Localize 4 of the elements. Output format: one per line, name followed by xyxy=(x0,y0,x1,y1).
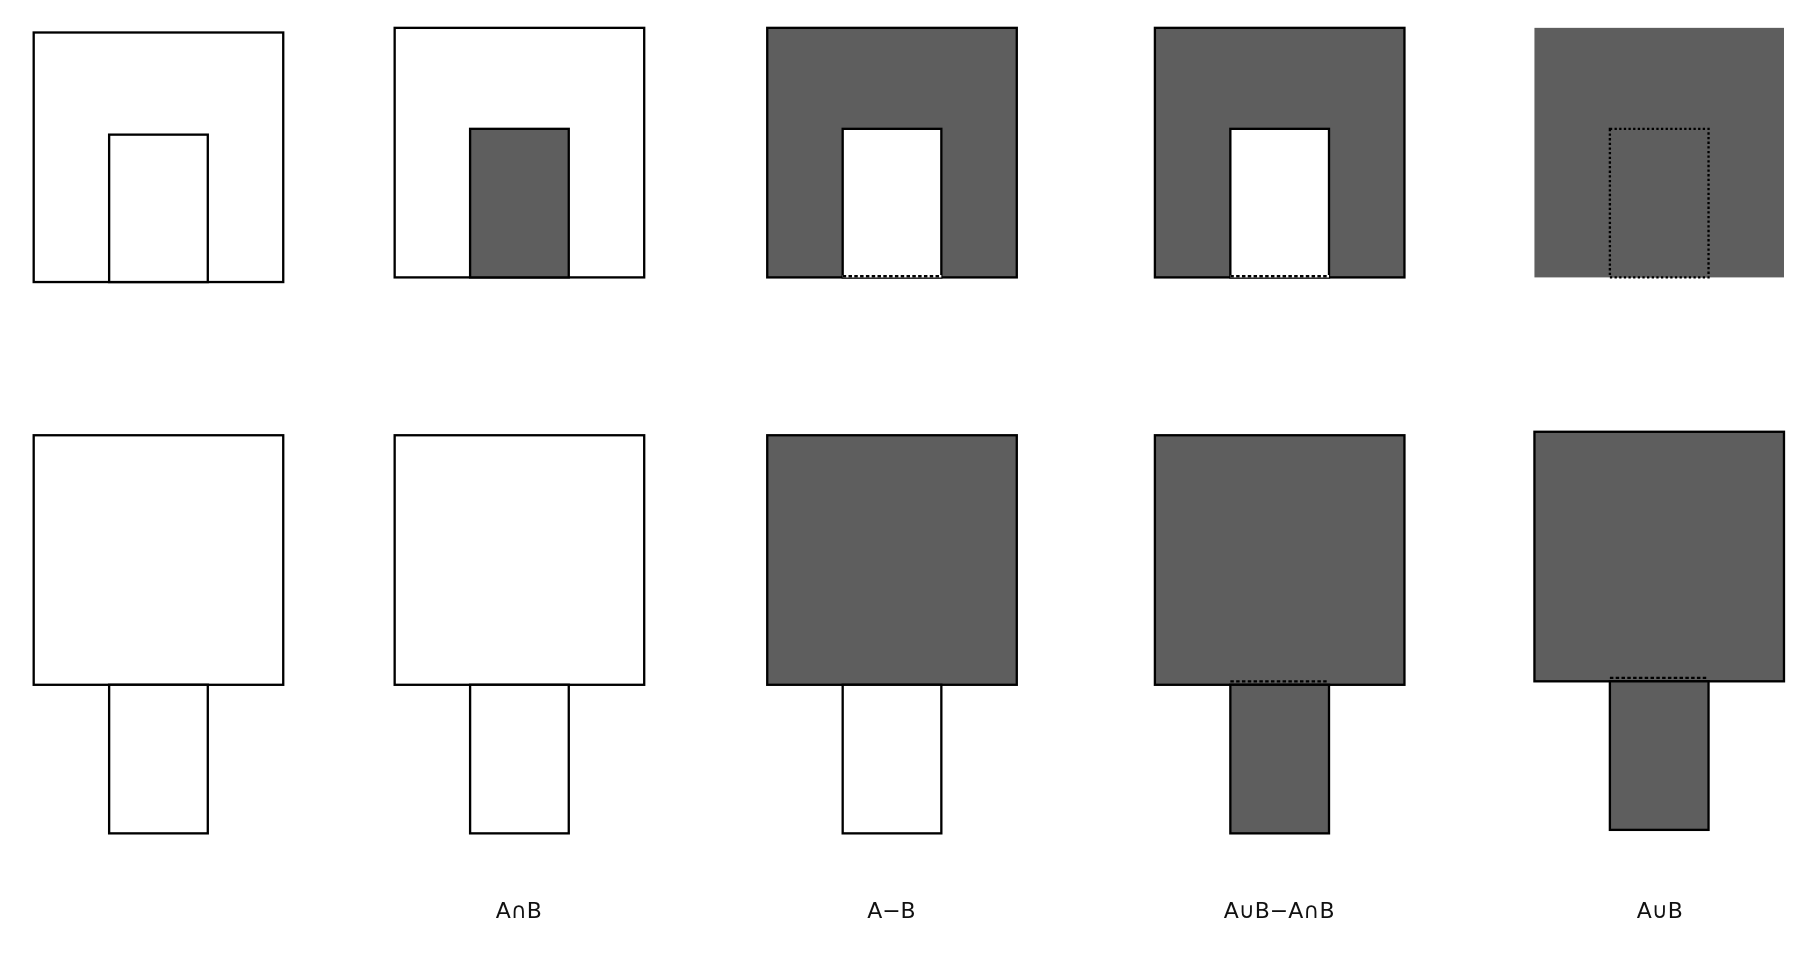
operation-label: A∪B−A∩B xyxy=(1223,898,1335,924)
operation-label: A∩B xyxy=(495,898,542,924)
operation-label: A∪B xyxy=(1636,898,1683,924)
operation-label: A−B xyxy=(867,898,916,924)
